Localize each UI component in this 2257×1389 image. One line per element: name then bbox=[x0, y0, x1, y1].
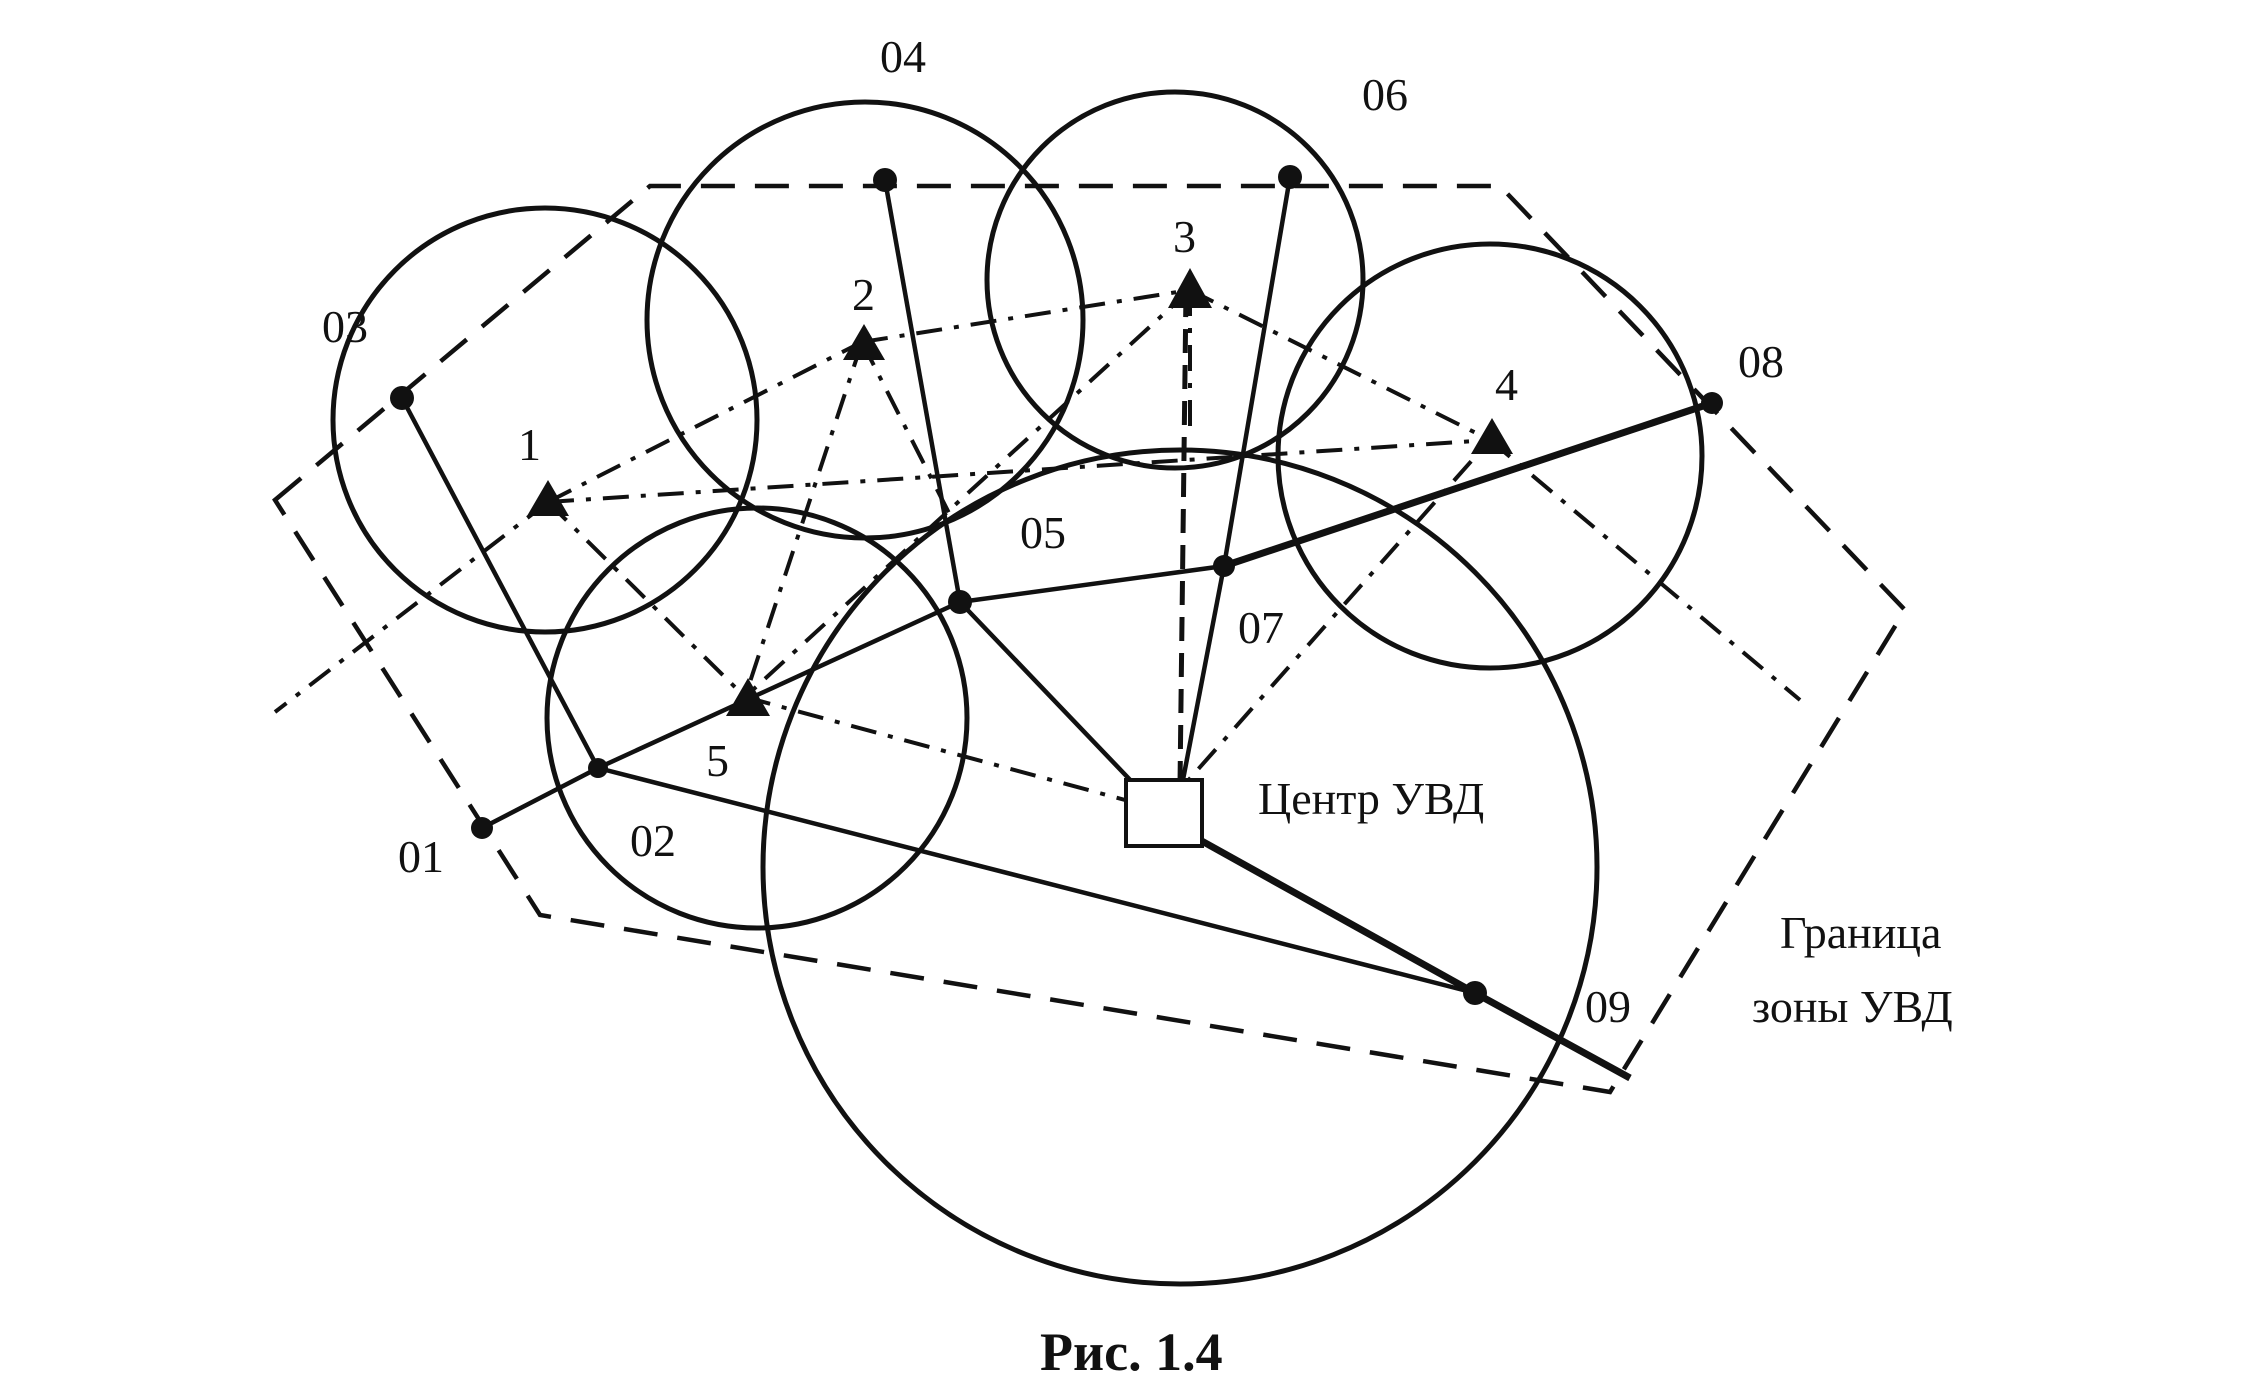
coverage-circle-03 bbox=[330, 205, 760, 635]
dashdot-line bbox=[743, 341, 864, 698]
station-label-1: 1 bbox=[518, 419, 541, 470]
station-5-triangle bbox=[726, 678, 770, 716]
station-2-triangle bbox=[843, 324, 885, 360]
dashdot-line bbox=[860, 341, 952, 516]
station-label-4: 4 bbox=[1495, 359, 1518, 410]
node-label-08: 08 bbox=[1738, 336, 1784, 387]
node-label-06: 06 bbox=[1362, 69, 1408, 120]
node-07 bbox=[1213, 555, 1235, 577]
dashdot-line bbox=[547, 438, 1491, 504]
link-01-02 bbox=[480, 766, 600, 830]
coverage-circle-large bbox=[760, 447, 1600, 1287]
zone-label-line2: зоны УВД bbox=[1752, 981, 1953, 1032]
station-1-triangle bbox=[527, 480, 569, 516]
link-07-08 bbox=[1222, 399, 1714, 570]
thick-links bbox=[1198, 399, 1714, 1082]
link-06-07 bbox=[1221, 176, 1293, 567]
dashdot-line bbox=[547, 340, 863, 504]
link-03-02 bbox=[400, 396, 600, 770]
node-label-02: 02 bbox=[630, 815, 676, 866]
link-04-05 bbox=[882, 179, 963, 603]
link-02-05 bbox=[597, 599, 961, 771]
dashdot-line bbox=[1488, 438, 1802, 702]
node-02 bbox=[588, 758, 608, 778]
zone-label-line1: Граница bbox=[1780, 907, 1941, 958]
coverage-circle-04 bbox=[644, 99, 1086, 541]
link-02-09 bbox=[597, 765, 1476, 996]
node-01 bbox=[471, 817, 493, 839]
station-markers bbox=[527, 268, 1513, 716]
node-05 bbox=[948, 590, 972, 614]
dashdot-line bbox=[744, 695, 1163, 812]
node-04 bbox=[873, 168, 897, 192]
node-03 bbox=[390, 386, 414, 410]
dashdot-line bbox=[861, 288, 1191, 344]
link-05-07 bbox=[959, 563, 1225, 605]
node-label-09: 09 bbox=[1585, 981, 1631, 1032]
dashed-link-center-3 bbox=[1177, 289, 1189, 786]
link-center-09 bbox=[1198, 836, 1477, 997]
dashdot-line bbox=[546, 500, 747, 699]
coverage-circle-02 bbox=[544, 505, 970, 931]
dashdot-line bbox=[1189, 288, 1491, 442]
link-07-center bbox=[1179, 565, 1227, 786]
station-label-5: 5 bbox=[706, 735, 729, 786]
atc-center-label: Центр УВД bbox=[1258, 773, 1484, 824]
node-label-03: 03 bbox=[322, 301, 368, 352]
figure-caption: Рис. 1.4 bbox=[1040, 1322, 1223, 1382]
station-4-triangle bbox=[1471, 418, 1513, 454]
node-09 bbox=[1463, 981, 1487, 1005]
node-label-04: 04 bbox=[880, 31, 926, 82]
station-label-2: 2 bbox=[852, 269, 875, 320]
node-label-05: 05 bbox=[1020, 507, 1066, 558]
coverage-circle-08 bbox=[1275, 241, 1705, 671]
coverage-circle-06 bbox=[984, 89, 1366, 471]
link-05-center bbox=[958, 600, 1137, 787]
dashdot-line bbox=[743, 288, 1192, 699]
dashdot-line bbox=[273, 500, 550, 714]
node-dots bbox=[390, 165, 1723, 1005]
solid-links bbox=[400, 176, 1476, 996]
station-label-3: 3 bbox=[1173, 211, 1196, 262]
atc-center-box bbox=[1124, 778, 1204, 848]
node-label-01: 01 bbox=[398, 831, 444, 882]
station-network bbox=[273, 288, 1802, 812]
node-label-07: 07 bbox=[1238, 602, 1284, 653]
station-3-triangle bbox=[1168, 268, 1212, 308]
node-06 bbox=[1278, 165, 1302, 189]
zone-boundary bbox=[272, 183, 1908, 1095]
link-09-end bbox=[1473, 989, 1632, 1082]
node-08 bbox=[1701, 392, 1723, 414]
